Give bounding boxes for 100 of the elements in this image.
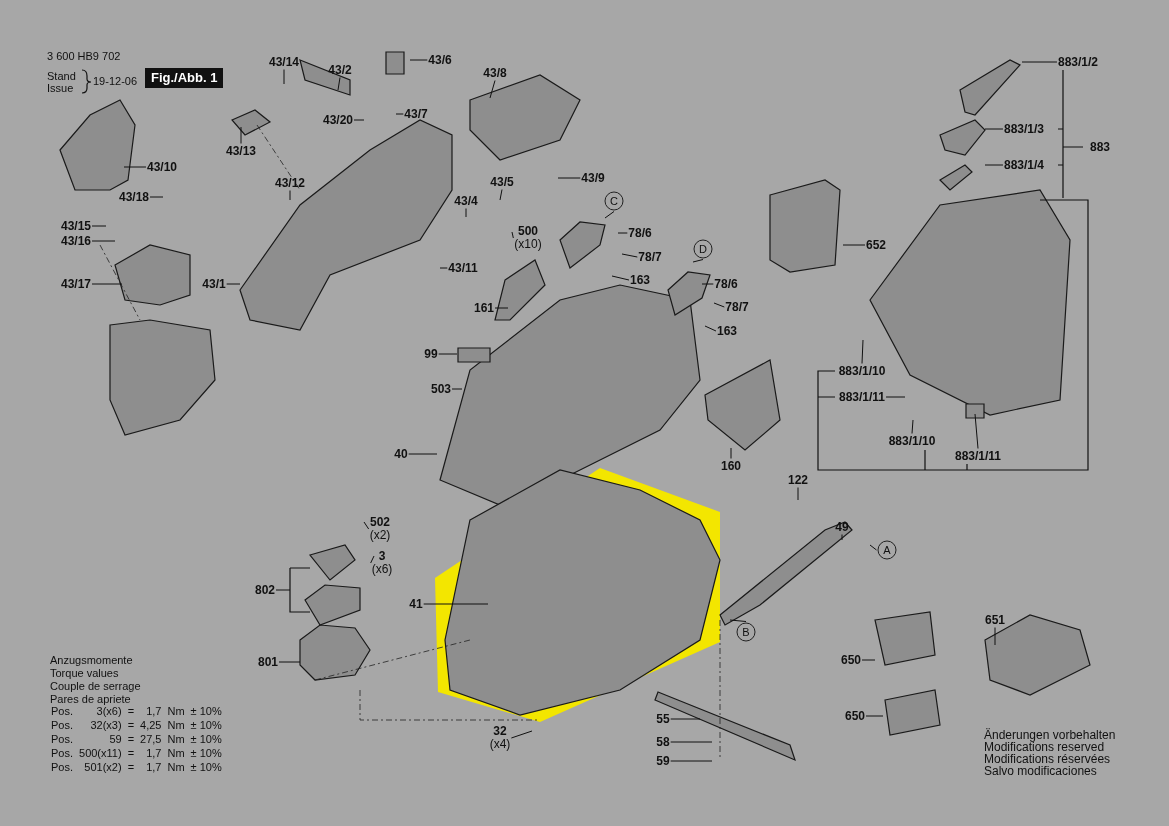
leader-line <box>91 240 116 242</box>
callout-number: 160 <box>721 459 741 473</box>
leader-line <box>692 259 704 263</box>
callout-number: 43/14 <box>269 55 299 69</box>
leader-line <box>861 339 864 364</box>
callout-number: 43/15 <box>61 219 91 233</box>
figure-tag: Fig./Abb. 1 <box>145 68 224 88</box>
leader-line <box>278 661 301 663</box>
callout-number: 651 <box>985 613 1005 627</box>
table-cell-text: = <box>126 732 136 746</box>
leader-line <box>465 208 467 218</box>
callout-number: 43/9 <box>581 171 605 185</box>
leader-line <box>604 211 615 219</box>
leader-line <box>869 544 877 551</box>
note-text: Pares de apriete <box>50 693 131 705</box>
callout-number: 43/16 <box>61 234 91 248</box>
callout-number: 43/10 <box>147 160 177 174</box>
table-cell-text: 501(x2) <box>83 760 123 774</box>
callout-number: 59 <box>656 754 670 768</box>
leader-line <box>670 718 701 720</box>
table-cell-text: 59 <box>108 732 123 746</box>
callout-number: 43/5 <box>490 175 514 189</box>
table-cell-text: 27,5 <box>139 732 163 746</box>
leader-line <box>730 447 732 459</box>
callout-number: 883/1/10 <box>838 364 886 378</box>
leader-line <box>885 396 906 398</box>
callout-number: 650 <box>841 653 861 667</box>
leader-line <box>289 190 291 201</box>
callout-number: 163 <box>717 324 737 338</box>
leader-line <box>499 189 503 201</box>
table-cell-text: 3(x6) <box>95 705 123 718</box>
table-cell-text: Nm <box>166 718 186 732</box>
table-cell-text: Pos. <box>50 746 74 760</box>
date-text: 19-12-06 <box>93 75 138 87</box>
table-cell-text: Pos. <box>50 718 74 732</box>
callout-number: 652 <box>866 238 886 252</box>
table-cell-text: Nm <box>166 732 186 746</box>
callout-number: 78/7 <box>638 250 662 264</box>
callout-number: 650 <box>845 709 865 723</box>
leader-line <box>123 166 147 168</box>
leader-line <box>670 741 713 743</box>
table-cell-text: Pos. <box>50 704 74 718</box>
callout-number: 43/20 <box>323 113 353 127</box>
callout-number: 802 <box>255 583 275 597</box>
leader-line <box>494 307 509 309</box>
note-text: Issue <box>47 82 74 94</box>
leader-line <box>994 627 996 646</box>
leader-line <box>713 302 725 308</box>
callout-number: 41 <box>409 597 423 611</box>
callout-number: 43/13 <box>226 144 256 158</box>
table-cell-text: ± 10% <box>189 746 223 760</box>
note-text: Torque values <box>50 667 119 679</box>
callout-number: 503 <box>431 382 451 396</box>
table-cell-text: 500(x11) <box>78 746 123 760</box>
leader-line <box>984 128 1004 130</box>
callout-number: 500 (x10) <box>514 225 542 251</box>
leader-line <box>275 589 291 591</box>
callout-number: 78/6 <box>628 226 652 240</box>
leader-line <box>842 244 866 246</box>
leader-line <box>149 196 164 198</box>
table-cell-text: Pos. <box>50 732 74 746</box>
table-cell-text: = <box>126 760 136 774</box>
callout-number: 58 <box>656 735 670 749</box>
callout-number: 161 <box>474 301 494 315</box>
leader-line <box>409 59 428 61</box>
note-text: Modifications réservées <box>984 753 1111 765</box>
leader-line <box>240 126 242 144</box>
table-cell-text: Pos. <box>50 760 74 774</box>
table-cell-text: Nm <box>166 760 186 774</box>
leader-line <box>841 534 843 541</box>
table-cell-text: 1,7 <box>145 704 163 718</box>
callout-number: 801 <box>258 655 278 669</box>
callout-number: 43/1 <box>202 277 226 291</box>
callout-number: 43/12 <box>275 176 305 190</box>
leader-line <box>611 275 630 281</box>
callout-number: 43/6 <box>428 53 452 67</box>
callout-number: 883/1/4 <box>1004 158 1044 172</box>
table-cell-text: 1,7 <box>145 746 163 760</box>
callout-number: 43/18 <box>119 190 149 204</box>
callout-number: 883/1/3 <box>1004 122 1044 136</box>
callout-number: 99 <box>424 347 438 361</box>
callout-number: 163 <box>630 273 650 287</box>
note-text: Couple de serrage <box>50 680 141 692</box>
leader-line <box>395 113 404 115</box>
callout-number: 43/7 <box>404 107 428 121</box>
callout-number: 883/1/2 <box>1058 55 1098 69</box>
table-cell-text: ± 10% <box>189 704 223 718</box>
leader-line <box>91 283 123 285</box>
note-text: Anzugsmomente <box>50 654 133 666</box>
table-cell-text: 1,7 <box>145 760 163 774</box>
leader-line <box>617 232 628 234</box>
callout-number: 883/1/10 <box>888 434 936 448</box>
leader-line <box>865 715 884 717</box>
callout-number: 78/6 <box>714 277 738 291</box>
leader-line <box>226 283 241 285</box>
leader-line <box>861 659 876 661</box>
leader-line <box>423 603 489 605</box>
leader-line <box>363 521 370 530</box>
callout-number: 55 <box>656 712 670 726</box>
table-cell-text: = <box>126 705 136 718</box>
